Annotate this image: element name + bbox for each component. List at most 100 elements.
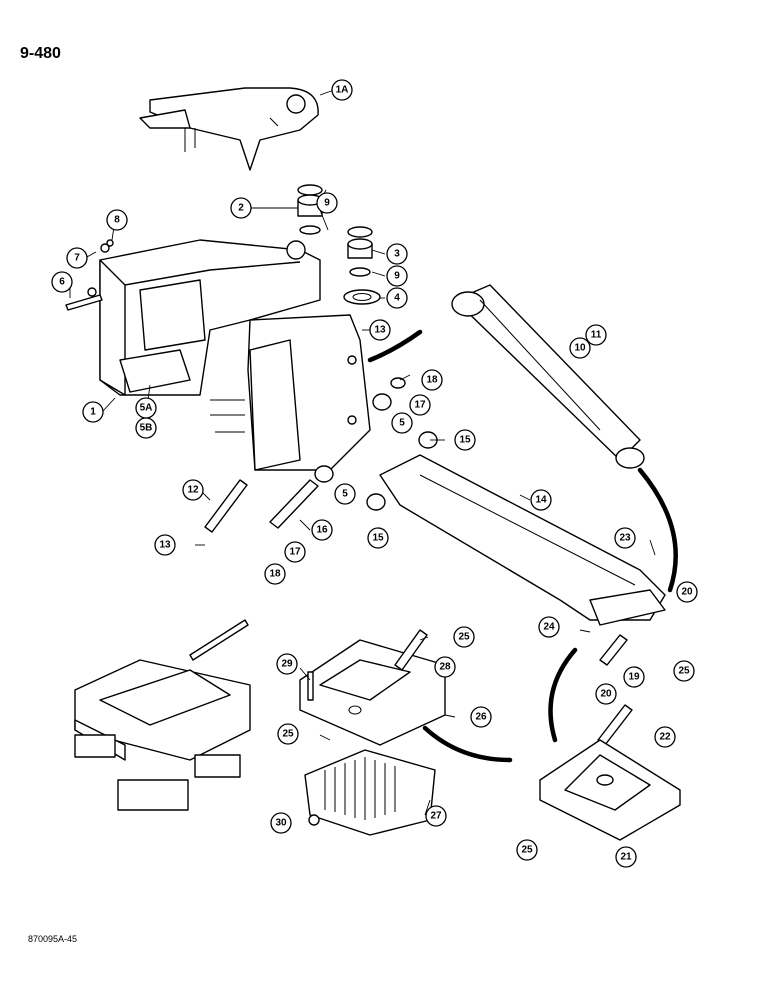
svg-text:15: 15 xyxy=(372,533,384,544)
svg-text:7: 7 xyxy=(74,253,80,264)
callout-9-upper: 9 xyxy=(316,192,338,214)
callout-20-right: 20 xyxy=(676,581,698,603)
svg-text:5A: 5A xyxy=(140,403,153,414)
callout-15-upper: 15 xyxy=(454,429,476,451)
svg-text:14: 14 xyxy=(535,495,547,506)
callout-7: 7 xyxy=(66,247,88,269)
svg-text:24: 24 xyxy=(543,622,555,633)
callout-22: 22 xyxy=(654,726,676,748)
svg-text:27: 27 xyxy=(430,811,442,822)
callout-6: 6 xyxy=(51,271,73,293)
callout-17-upper: 17 xyxy=(409,394,431,416)
page-number: 9-480 xyxy=(20,45,61,62)
svg-text:5: 5 xyxy=(399,418,405,429)
callout-15-lower: 15 xyxy=(367,527,389,549)
figure-code: 870095A-45 xyxy=(28,934,78,944)
svg-text:23: 23 xyxy=(619,533,631,544)
svg-text:19: 19 xyxy=(628,672,640,683)
callout-17-lower: 17 xyxy=(284,541,306,563)
svg-text:16: 16 xyxy=(316,525,328,536)
callout-23: 23 xyxy=(614,527,636,549)
callout-9-lower: 9 xyxy=(386,265,408,287)
svg-text:1A: 1A xyxy=(336,85,349,96)
mount-plate xyxy=(299,639,446,746)
callout-20-lower: 20 xyxy=(595,683,617,705)
callout-27: 27 xyxy=(425,805,447,827)
svg-text:29: 29 xyxy=(281,659,293,670)
boom-arm xyxy=(379,454,666,626)
svg-text:25: 25 xyxy=(678,666,690,677)
callout-12: 12 xyxy=(182,479,204,501)
callout-5-lower: 5 xyxy=(334,483,356,505)
bolt-29-nut-30 xyxy=(307,671,320,826)
main-frame xyxy=(99,239,371,471)
callout-29: 29 xyxy=(276,653,298,675)
svg-text:2: 2 xyxy=(238,203,244,214)
svg-text:3: 3 xyxy=(394,249,400,260)
svg-text:15: 15 xyxy=(459,435,471,446)
callout-19: 19 xyxy=(623,666,645,688)
callout-25-mid: 25 xyxy=(277,723,299,745)
callout-11: 11 xyxy=(585,324,607,346)
callout-14: 14 xyxy=(530,489,552,511)
svg-text:20: 20 xyxy=(681,587,693,598)
callout-18-upper: 18 xyxy=(421,369,443,391)
svg-text:21: 21 xyxy=(620,852,632,863)
pins-lower xyxy=(394,629,633,746)
callout-1a: 1A xyxy=(331,79,353,101)
inset-assembly-view xyxy=(74,619,251,811)
svg-text:6: 6 xyxy=(59,277,65,288)
svg-text:8: 8 xyxy=(114,215,120,226)
callout-1: 1 xyxy=(82,401,104,423)
svg-text:25: 25 xyxy=(458,632,470,643)
callout-16: 16 xyxy=(311,519,333,541)
svg-text:22: 22 xyxy=(659,732,671,743)
bolt-set xyxy=(65,239,114,311)
callout-13-lower: 13 xyxy=(154,534,176,556)
callout-25-bottom: 25 xyxy=(516,839,538,861)
svg-text:18: 18 xyxy=(426,375,438,386)
callout-25-top: 25 xyxy=(453,626,475,648)
callout-5-upper: 5 xyxy=(391,412,413,434)
callout-13-upper: 13 xyxy=(369,319,391,341)
svg-text:1: 1 xyxy=(90,407,96,418)
svg-text:25: 25 xyxy=(282,729,294,740)
svg-text:9: 9 xyxy=(324,198,330,209)
foot-bracket xyxy=(539,739,681,841)
svg-text:13: 13 xyxy=(159,540,171,551)
callout-2: 2 xyxy=(230,197,252,219)
svg-text:5: 5 xyxy=(342,489,348,500)
svg-text:10: 10 xyxy=(574,343,586,354)
bushing-stack xyxy=(297,184,381,305)
svg-text:12: 12 xyxy=(187,485,199,496)
svg-text:18: 18 xyxy=(269,569,281,580)
svg-text:28: 28 xyxy=(439,662,451,673)
callout-30: 30 xyxy=(270,812,292,834)
svg-text:9: 9 xyxy=(394,271,400,282)
rubber-cushion xyxy=(304,749,436,836)
hydraulic-hoses xyxy=(367,329,678,763)
svg-text:30: 30 xyxy=(275,818,287,829)
callout-8: 8 xyxy=(106,209,128,231)
svg-text:11: 11 xyxy=(591,330,602,341)
callout-3: 3 xyxy=(386,243,408,265)
bracket-detail-1a xyxy=(139,87,319,171)
callout-4: 4 xyxy=(386,287,408,309)
callout-28: 28 xyxy=(434,656,456,678)
callout-21: 21 xyxy=(615,846,637,868)
svg-text:13: 13 xyxy=(374,325,386,336)
svg-text:26: 26 xyxy=(475,712,487,723)
pins xyxy=(204,377,438,533)
callout-5a: 5A xyxy=(135,397,157,419)
svg-text:17: 17 xyxy=(414,400,426,411)
callout-18-lower: 18 xyxy=(264,563,286,585)
callout-26: 26 xyxy=(470,706,492,728)
callout-5b: 5B xyxy=(135,417,157,439)
callout-10: 10 xyxy=(569,337,591,359)
hydraulic-cylinder xyxy=(451,284,645,469)
svg-text:25: 25 xyxy=(521,845,533,856)
svg-text:4: 4 xyxy=(394,293,400,304)
svg-text:17: 17 xyxy=(289,547,301,558)
svg-text:5B: 5B xyxy=(140,423,153,434)
